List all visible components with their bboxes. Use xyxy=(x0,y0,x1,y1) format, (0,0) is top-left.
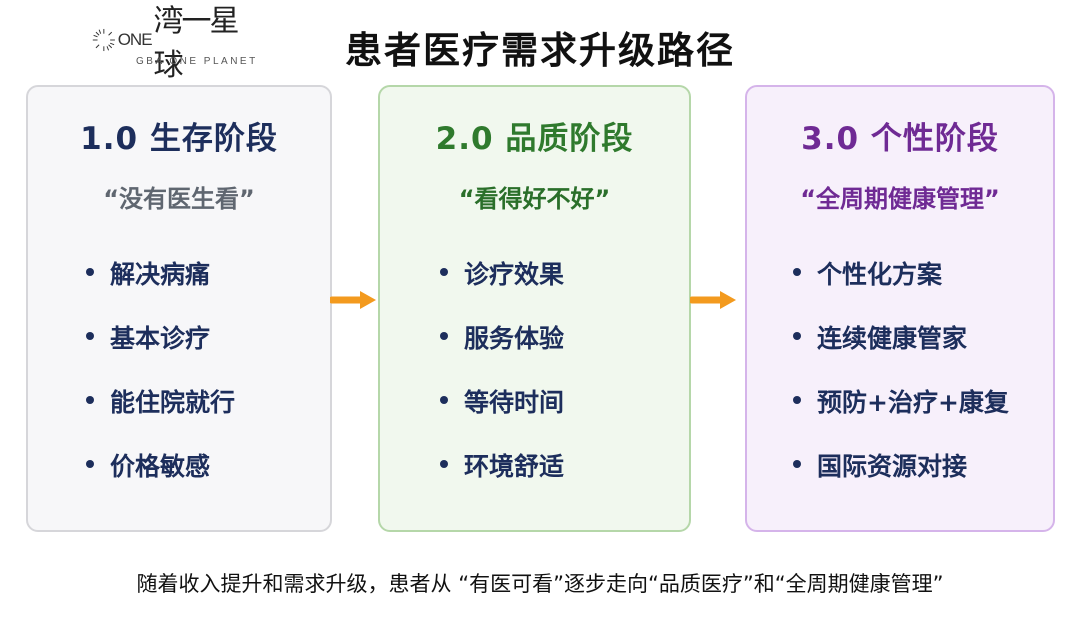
stage-subtitle: “全周期健康管理” xyxy=(800,185,1000,213)
list-item-label: 等待时间 xyxy=(464,388,565,417)
bullet-dot xyxy=(793,396,801,404)
logo-subtitle: GBA ONE PLANET xyxy=(136,56,258,67)
list-item: 解决病痛 xyxy=(86,255,235,319)
stage-item-list: 个性化方案 连续健康管家 预防+治疗+康复 国际资源对接 xyxy=(793,255,1009,511)
bullet-dot xyxy=(86,460,94,468)
list-item: 诊疗效果 xyxy=(440,255,564,319)
list-item-label: 能住院就行 xyxy=(110,388,236,417)
logo-chinese-text: 湾一星球 xyxy=(153,4,240,83)
bullet-dot xyxy=(793,460,801,468)
list-item: 等待时间 xyxy=(440,383,564,447)
list-item: 基本诊疗 xyxy=(86,319,235,383)
stage-card-survival: 1.0 生存阶段 “没有医生看” 解决病痛 基本诊疗 能住院就行 价格敏感 xyxy=(26,85,332,532)
arrow-right-icon xyxy=(330,291,376,309)
bullet-dot xyxy=(440,460,448,468)
brand-logo: ONE 湾一星球 GBA ONE PLANET xyxy=(92,4,258,83)
bullet-dot xyxy=(440,396,448,404)
stage-item-list: 诊疗效果 服务体验 等待时间 环境舒适 xyxy=(440,255,564,511)
list-item: 个性化方案 xyxy=(793,255,1009,319)
arrow-right-icon xyxy=(690,291,736,309)
list-item-label: 个性化方案 xyxy=(817,260,943,289)
stage-title: 3.0 个性阶段 xyxy=(801,121,999,157)
list-item: 环境舒适 xyxy=(440,447,564,511)
bullet-dot xyxy=(793,332,801,340)
bullet-dot xyxy=(440,332,448,340)
list-item-label: 预防+治疗+康复 xyxy=(817,388,1009,417)
sunburst-icon xyxy=(92,28,115,52)
bullet-dot xyxy=(440,268,448,276)
list-item: 价格敏感 xyxy=(86,447,235,511)
list-item: 预防+治疗+康复 xyxy=(793,383,1009,447)
list-item-label: 服务体验 xyxy=(464,324,565,353)
bullet-dot xyxy=(86,268,94,276)
bullet-dot xyxy=(793,268,801,276)
stage-subtitle: “看得好不好” xyxy=(458,185,611,213)
list-item: 连续健康管家 xyxy=(793,319,1009,383)
list-item-label: 环境舒适 xyxy=(464,452,565,481)
list-item: 国际资源对接 xyxy=(793,447,1009,511)
list-item: 能住院就行 xyxy=(86,383,235,447)
list-item-label: 国际资源对接 xyxy=(817,452,968,481)
stage-card-quality: 2.0 品质阶段 “看得好不好” 诊疗效果 服务体验 等待时间 环境舒适 xyxy=(378,85,691,532)
stage-title: 1.0 生存阶段 xyxy=(80,121,278,157)
stage-title: 2.0 品质阶段 xyxy=(435,121,634,157)
list-item-label: 基本诊疗 xyxy=(110,324,211,353)
list-item: 服务体验 xyxy=(440,319,564,383)
stage-item-list: 解决病痛 基本诊疗 能住院就行 价格敏感 xyxy=(86,255,235,511)
bullet-dot xyxy=(86,332,94,340)
list-item-label: 价格敏感 xyxy=(110,452,211,481)
stage-subtitle: “没有医生看” xyxy=(103,185,255,213)
footer-caption: 随着收入提升和需求升级，患者从 “有医可看”逐步走向“品质医疗”和“全周期健康管… xyxy=(136,572,944,596)
list-item-label: 连续健康管家 xyxy=(817,324,968,353)
list-item-label: 诊疗效果 xyxy=(464,260,565,289)
page-title: 患者医疗需求升级路径 xyxy=(345,29,735,72)
list-item-label: 解决病痛 xyxy=(110,260,211,289)
stage-card-personalized: 3.0 个性阶段 “全周期健康管理” 个性化方案 连续健康管家 预防+治疗+康复… xyxy=(745,85,1055,532)
bullet-dot xyxy=(86,396,94,404)
logo-one-text: ONE xyxy=(117,30,153,49)
